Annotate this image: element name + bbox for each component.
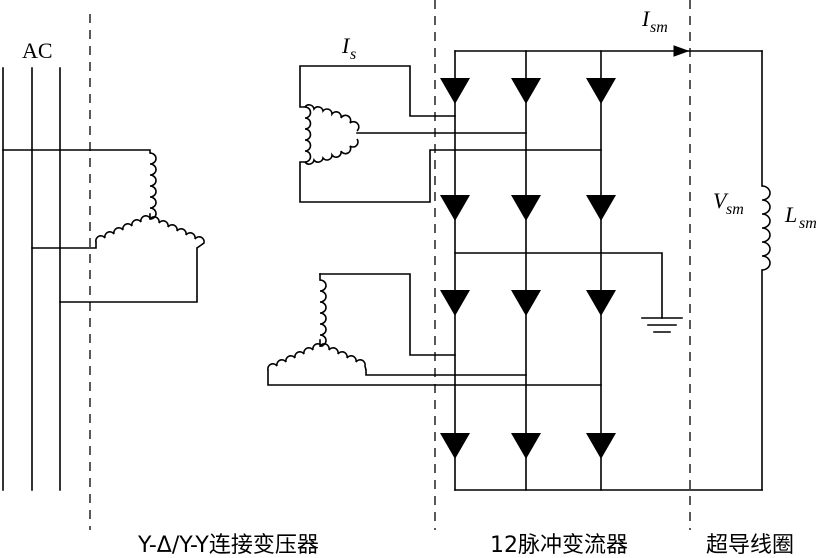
thyristor-icon [440, 195, 487, 221]
primary-coil-left [95, 215, 151, 243]
current-arrow-icon [673, 45, 690, 57]
thyristor-icon [440, 433, 487, 459]
delta-coil-left [304, 106, 312, 163]
primary-coil-right [149, 216, 205, 249]
thyristor-icon [586, 78, 633, 104]
thyristor-icon [586, 195, 633, 221]
is-label-subscript: s [350, 46, 356, 63]
midpoint-link [454, 252, 663, 319]
coil-caption: 超导线圈 [706, 533, 794, 558]
is-label: I [341, 33, 351, 58]
thyristor-icon [586, 433, 633, 459]
ac-label: AC [22, 38, 53, 63]
thyristor-array [440, 78, 633, 459]
secondary-y-winding [267, 273, 602, 386]
thyristor-icon [440, 290, 487, 316]
converter-wiring [454, 50, 763, 491]
lsm-label: L [784, 202, 797, 227]
lsm-label-subscript: sm [799, 215, 817, 232]
ground-icon [641, 317, 683, 333]
vsm-label-subscript: sm [726, 201, 744, 218]
primary-y-winding [2, 149, 205, 303]
converter-caption: 12脉冲变流器 [490, 533, 628, 558]
delta-coil-lower [304, 138, 359, 165]
thyristor-icon [440, 78, 487, 104]
ism-label-subscript: sm [650, 19, 668, 36]
ac-bus [2, 67, 61, 491]
thyristor-icon [511, 195, 558, 221]
lsm-coil [761, 185, 771, 271]
section-dividers [89, 0, 691, 530]
sec-y-coil-top [319, 279, 327, 347]
sec-y-coil-right [319, 343, 367, 371]
superconducting-coil [761, 50, 771, 491]
thyristor-icon [511, 78, 558, 104]
thyristor-icon [511, 433, 558, 459]
primary-coil-top [149, 152, 157, 220]
ism-label: I [641, 6, 651, 31]
thyristor-icon [586, 290, 633, 316]
secondary-delta-winding [299, 65, 602, 203]
thyristor-icon [511, 290, 558, 316]
delta-coil-upper [304, 104, 360, 132]
transformer-caption: Y-Δ/Y-Y连接变压器 [137, 533, 319, 558]
vsm-label: V [713, 188, 729, 213]
sec-y-coil-left [267, 343, 324, 371]
